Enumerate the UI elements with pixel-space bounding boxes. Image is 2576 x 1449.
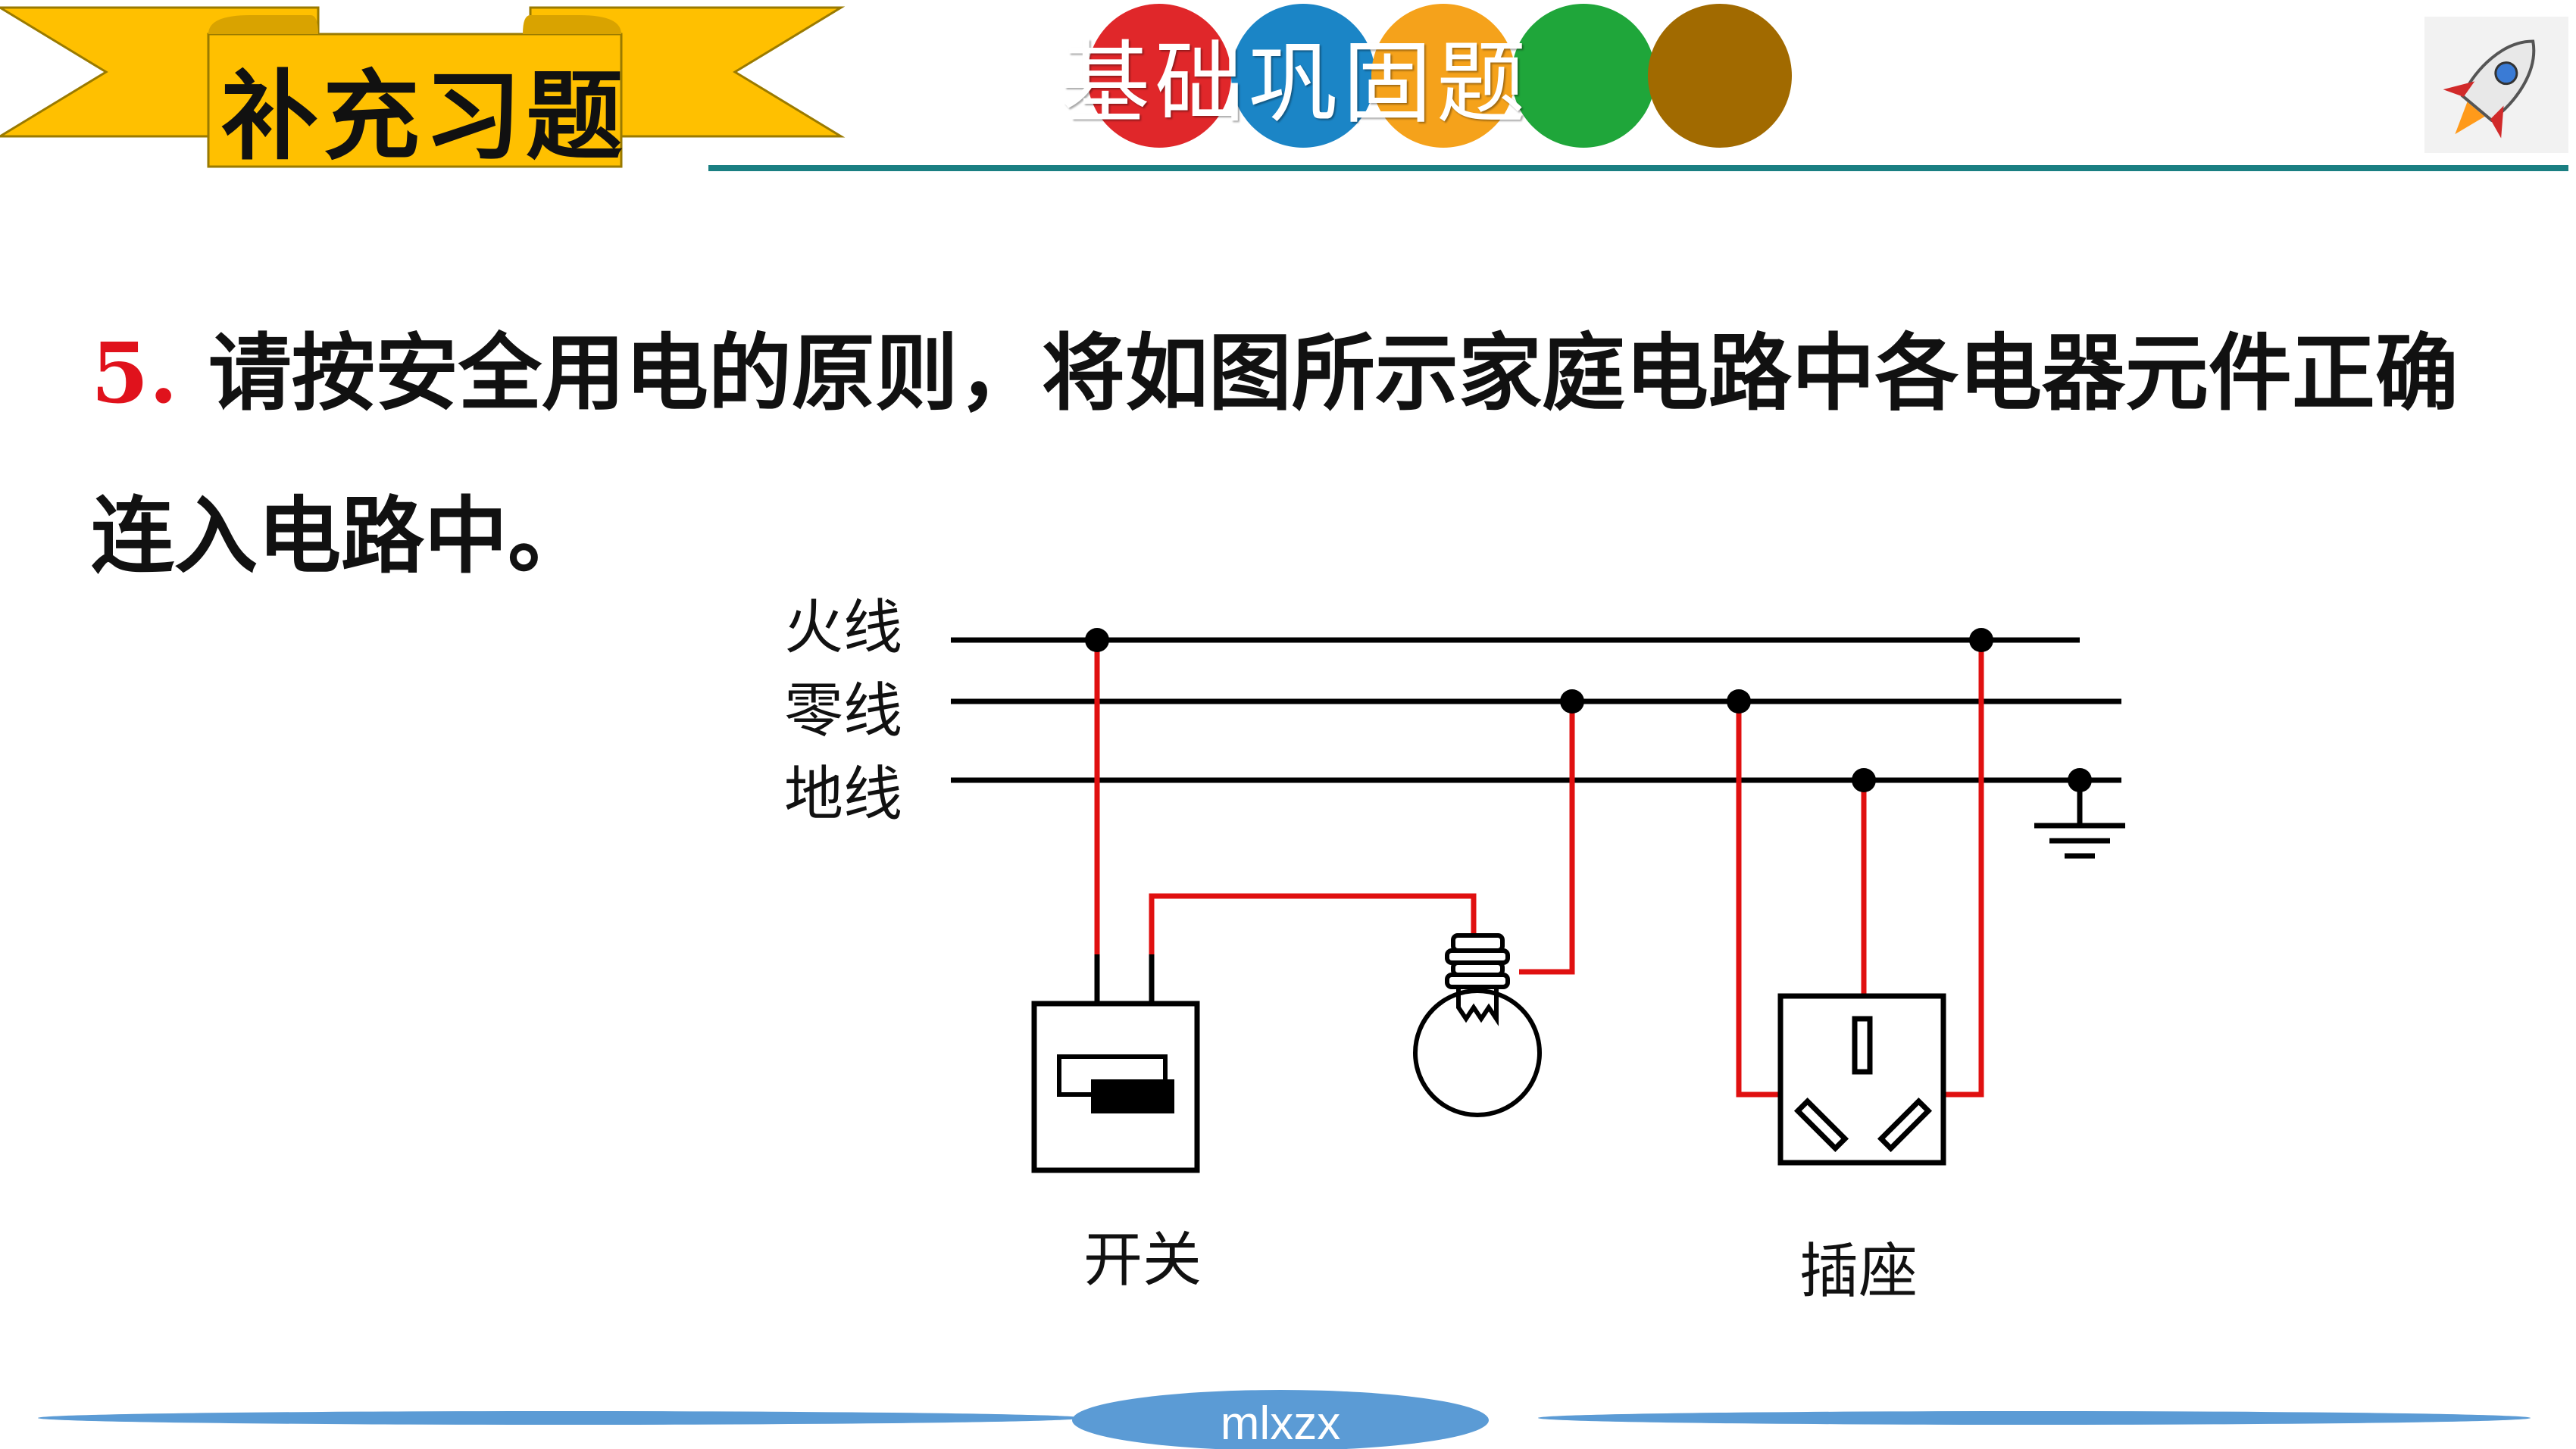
question-body: 请按安全用电的原则，将如图所示家庭电路中各电器元件正确连入电路中。: [91, 325, 2459, 585]
footer-line-right: [1538, 1411, 2531, 1425]
connection-wires: [1094, 640, 1984, 1098]
label-switch: 开关: [1083, 1226, 1202, 1294]
label-ground-wire: 地线: [784, 760, 902, 829]
label-socket: 插座: [1799, 1238, 1918, 1306]
ribbon-banner: [0, 6, 846, 168]
ribbon-title: 补充习题: [220, 61, 627, 173]
section-title: 基础巩固题: [1061, 31, 1531, 136]
rocket-icon[interactable]: [2424, 17, 2568, 153]
footer-line-left: [38, 1411, 1083, 1425]
footer-label: mlxzx: [1221, 1397, 1340, 1449]
junction-dots: [1085, 628, 2092, 792]
question-number: 5.: [91, 324, 178, 422]
question-text: 5.请按安全用电的原则，将如图所示家庭电路中各电器元件正确连入电路中。: [91, 292, 2485, 618]
switch-icon[interactable]: [1031, 1001, 1200, 1173]
switch-lead-black: [1094, 954, 1155, 1004]
light-bulb-icon[interactable]: [1413, 933, 1542, 1117]
footer-badge[interactable]: [1072, 1390, 1489, 1449]
section-title-dots: [1087, 4, 1792, 148]
label-neutral-wire: 零线: [784, 677, 902, 745]
socket-icon[interactable]: [1777, 993, 1946, 1166]
label-live-wire: 火线: [784, 594, 902, 662]
